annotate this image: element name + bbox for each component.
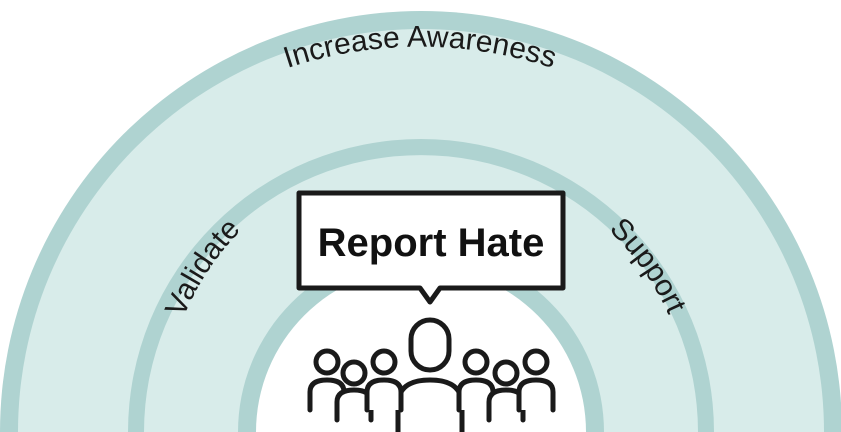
callout-label: Report Hate bbox=[318, 221, 545, 265]
people-group-icon bbox=[307, 317, 556, 432]
speech-bubble-icon: Report Hate bbox=[296, 190, 566, 305]
